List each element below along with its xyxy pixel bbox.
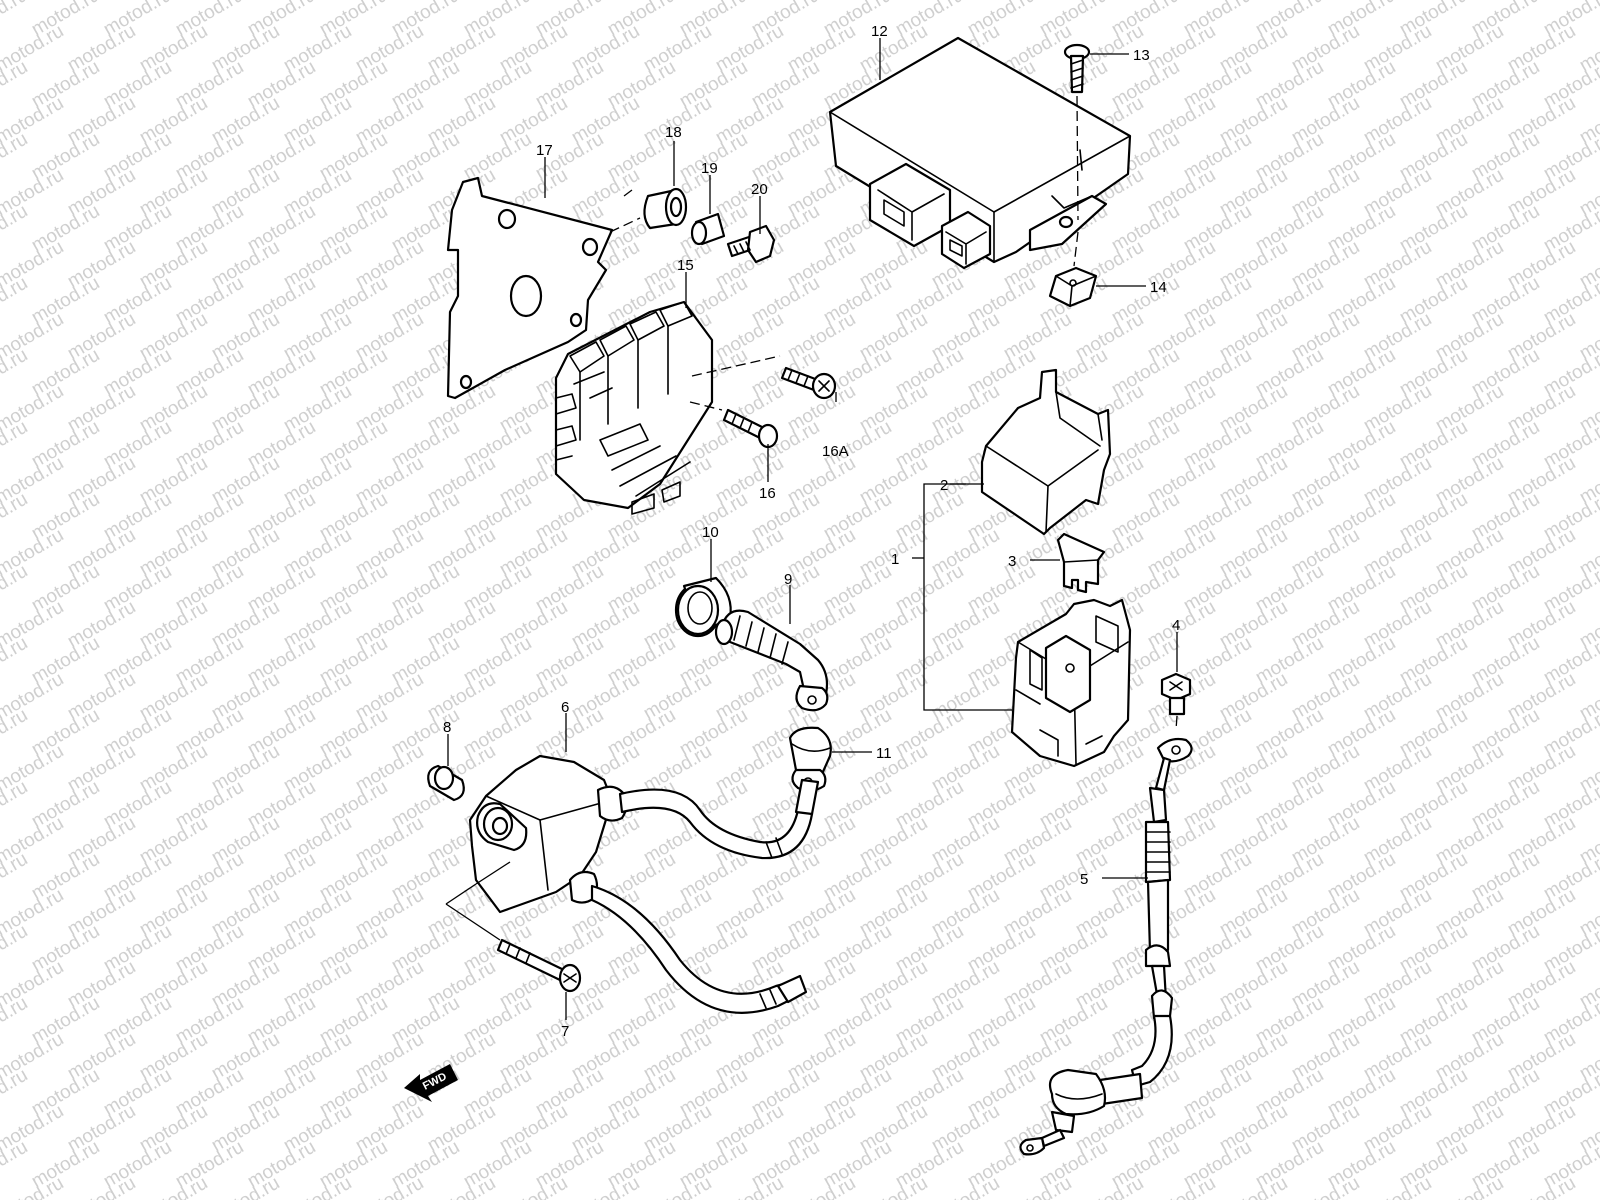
callout-18: 18 [665, 124, 682, 141]
watermark-text: motod.ru [0, 921, 31, 977]
callout-8: 8 [443, 719, 451, 736]
callout-3: 3 [1008, 553, 1016, 570]
watermark-text: motod.ru [0, 849, 31, 905]
callout-17: 17 [536, 142, 553, 159]
regulator-part-15 [554, 300, 714, 515]
callout-19: 19 [701, 160, 718, 177]
callout-9: 9 [784, 571, 792, 588]
watermark-text: motod.ru [0, 489, 31, 545]
callout-12: 12 [871, 23, 888, 40]
screw-part-13 [1063, 43, 1091, 94]
watermark-text: motod.ru [0, 993, 31, 1049]
watermark-text: motod.ru [0, 561, 31, 617]
callout-4: 4 [1172, 617, 1180, 634]
callout-14: 14 [1150, 279, 1167, 296]
ecu-part-12 [828, 36, 1132, 270]
callout-2: 2 [940, 477, 948, 494]
watermark-text: motod.ru [0, 273, 31, 329]
ignition-coil-part-6 [468, 754, 820, 1014]
callout-11: 11 [876, 745, 892, 762]
callout-7: 7 [561, 1023, 569, 1040]
watermark-text: motod.ru [0, 345, 31, 401]
callout-labels: 1 2 3 4 5 6 7 8 9 10 11 12 13 14 15 16 1… [443, 23, 1180, 1040]
callout-1: 1 [891, 551, 899, 568]
watermark-text: motod.ru [1576, 1173, 1600, 1200]
callout-5: 5 [1080, 871, 1088, 888]
relay-cover-part-2 [980, 368, 1112, 536]
watermark-text: motod.ru [0, 417, 31, 473]
callout-13: 13 [1133, 47, 1150, 64]
collar-part-19 [690, 212, 726, 246]
fuse-part-3 [1056, 532, 1106, 594]
watermark-text: motod.ru [0, 1065, 31, 1121]
watermark-text: motod.ru [0, 129, 31, 185]
callout-6: 6 [561, 699, 569, 716]
bolt-part-16a [780, 366, 837, 400]
grommet-part-18 [643, 187, 688, 230]
plug-cap-part-9 [714, 609, 829, 712]
watermark-text: motod.ru [1576, 0, 1600, 4]
callout-16: 16 [759, 485, 776, 502]
callout-20: 20 [751, 181, 768, 198]
watermark-text: motod.ru [0, 633, 31, 689]
watermark-text: motod.ru [0, 1137, 31, 1193]
leader-lines [447, 38, 1178, 1020]
cable-part-5 [1019, 737, 1193, 1156]
collar-part-8 [427, 764, 465, 802]
callout-15: 15 [677, 257, 694, 274]
bolt-part-20 [726, 224, 776, 264]
screw-part-16 [722, 408, 779, 449]
bracket-part-17 [446, 176, 614, 400]
bolt-part-4 [1160, 672, 1192, 716]
watermark-text: motod.ru [0, 201, 31, 257]
starter-relay-part-1 [1010, 598, 1132, 768]
nut-part-14 [1048, 266, 1098, 308]
callout-10: 10 [702, 524, 719, 541]
watermark-text: motod.ru [0, 705, 31, 761]
callout-16a: 16A [822, 443, 849, 460]
bolt-part-7 [496, 938, 582, 993]
watermark-text: motod.ru [0, 777, 31, 833]
watermark-text: motod.ru [0, 57, 31, 113]
fwd-arrow-icon: FWD [404, 1064, 458, 1102]
watermark-text: motod.ru [0, 0, 31, 40]
